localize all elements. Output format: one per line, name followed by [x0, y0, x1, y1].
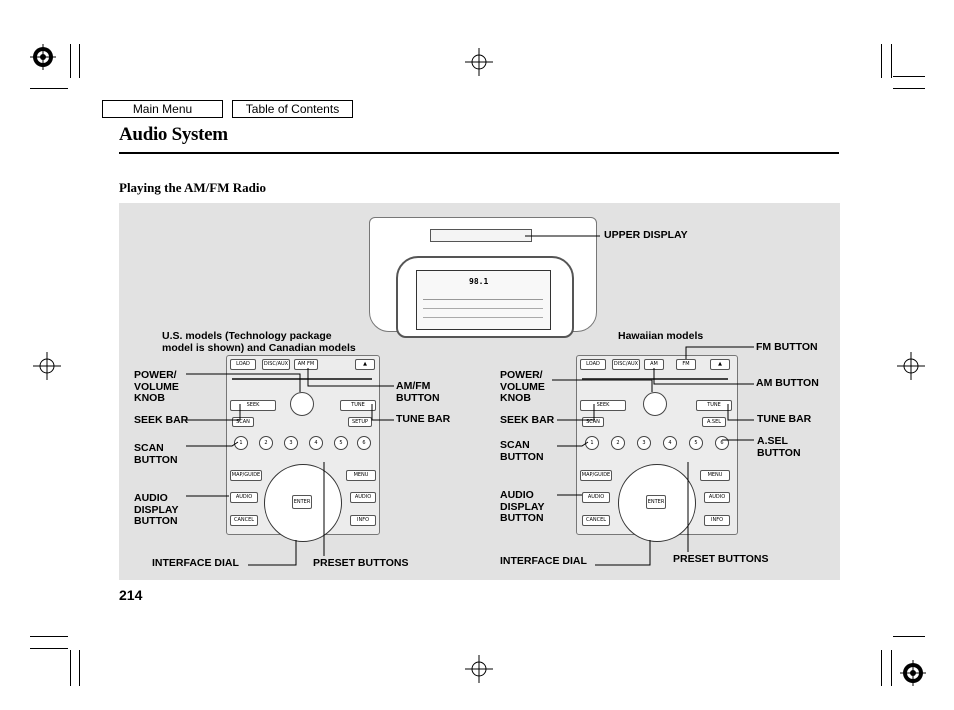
am-button-label: AM BUTTON — [756, 377, 819, 389]
seek-bar-label: SEEK BAR — [500, 414, 555, 426]
am-fm-button[interactable]: AM FM — [294, 359, 318, 370]
tune-bar[interactable]: TUNE — [696, 400, 732, 411]
audio-button[interactable]: AUDIO — [704, 492, 730, 503]
registration-target-icon — [30, 44, 56, 70]
crop-mark — [70, 650, 71, 686]
preset-button-4[interactable]: 4 — [663, 436, 677, 450]
load-button[interactable]: LOAD — [230, 359, 256, 370]
preset-button-1[interactable]: 1 — [234, 436, 248, 450]
scan-button[interactable]: SCAN — [582, 417, 604, 427]
crop-mark — [891, 650, 892, 686]
section-heading: Playing the AM/FM Radio — [119, 180, 266, 195]
crosshair-icon — [33, 352, 61, 380]
preset-button-5[interactable]: 5 — [334, 436, 348, 450]
info-button[interactable]: INFO — [350, 515, 376, 526]
preset-button-3[interactable]: 3 — [637, 436, 651, 450]
crop-mark — [893, 636, 925, 637]
crop-mark — [30, 88, 68, 89]
power-volume-knob-label: POWER/ VOLUME KNOB — [134, 369, 179, 404]
audio-display-button-label: AUDIO DISPLAY BUTTON — [500, 489, 545, 524]
navigation-screen: 98.1 — [416, 270, 551, 330]
cancel-button[interactable]: CANCEL — [230, 515, 258, 526]
map-guide-button[interactable]: MAP/GUIDE — [230, 470, 262, 481]
tune-bar-label: TUNE BAR — [757, 413, 812, 425]
preset-buttons-label: PRESET BUTTONS — [673, 553, 769, 565]
right-unit-heading: Hawaiian models — [618, 330, 704, 342]
table-of-contents-button[interactable]: Table of Contents — [232, 100, 353, 118]
preset-grid — [423, 299, 543, 326]
crosshair-icon — [465, 48, 493, 76]
preset-button-2[interactable]: 2 — [259, 436, 273, 450]
crop-mark — [30, 648, 68, 649]
audio-display-button-label: AUDIO DISPLAY BUTTON — [134, 492, 179, 527]
crop-mark — [30, 636, 68, 637]
preset-button-6[interactable]: 6 — [357, 436, 371, 450]
eject-button[interactable]: ▲ — [355, 359, 375, 370]
eject-button[interactable]: ▲ — [710, 359, 730, 370]
crop-mark — [881, 650, 882, 686]
info-button[interactable]: INFO — [704, 515, 730, 526]
left-unit-heading: U.S. models (Technology package model is… — [162, 330, 356, 354]
power-volume-knob[interactable] — [643, 392, 667, 416]
fm-button[interactable]: FM — [676, 359, 696, 370]
disc-slot — [582, 378, 728, 380]
seek-bar-label: SEEK BAR — [134, 414, 189, 426]
seek-bar[interactable]: SEEK — [580, 400, 626, 411]
crop-mark — [79, 44, 80, 78]
preset-button-1[interactable]: 1 — [585, 436, 599, 450]
crop-mark — [893, 76, 925, 77]
tune-bar-label: TUNE BAR — [396, 413, 451, 425]
scan-button-label: SCAN BUTTON — [134, 442, 178, 466]
preset-button-4[interactable]: 4 — [309, 436, 323, 450]
audio-display-button[interactable]: AUDIO — [582, 492, 610, 503]
audio-button[interactable]: AUDIO — [350, 492, 376, 503]
interface-dial[interactable] — [618, 464, 696, 542]
crop-mark — [891, 44, 892, 78]
menu-button[interactable]: MENU — [700, 470, 730, 481]
seek-bar[interactable]: SEEK — [230, 400, 276, 411]
disc-aux-button[interactable]: DISC/AUX — [612, 359, 640, 370]
fm-button-label: FM BUTTON — [756, 341, 818, 353]
load-button[interactable]: LOAD — [580, 359, 606, 370]
am-fm-button-label: AM/FM BUTTON — [396, 380, 440, 404]
crosshair-icon — [465, 655, 493, 683]
preset-button-3[interactable]: 3 — [284, 436, 298, 450]
page-number: 214 — [119, 587, 143, 603]
disc-aux-button[interactable]: DISC/AUX — [262, 359, 290, 370]
upper-display-label: UPPER DISPLAY — [604, 229, 688, 241]
dashboard-display: 98.1 — [369, 217, 597, 338]
enter-button[interactable]: ENTER — [646, 495, 666, 509]
crop-mark — [893, 88, 925, 89]
frequency-readout: 98.1 — [469, 277, 489, 286]
preset-button-5[interactable]: 5 — [689, 436, 703, 450]
power-volume-knob-label: POWER/ VOLUME KNOB — [500, 369, 545, 404]
power-volume-knob[interactable] — [290, 392, 314, 416]
audio-display-button[interactable]: AUDIO — [230, 492, 258, 503]
a-sel-button-label: A.SEL BUTTON — [757, 435, 801, 459]
crop-mark — [79, 650, 80, 686]
crosshair-icon — [897, 352, 925, 380]
crop-mark — [881, 44, 882, 78]
cancel-button[interactable]: CANCEL — [582, 515, 610, 526]
enter-button[interactable]: ENTER — [292, 495, 312, 509]
setup-button[interactable]: SETUP — [348, 417, 372, 427]
interface-dial-label: INTERFACE DIAL — [152, 557, 239, 569]
a-sel-button[interactable]: A.SEL — [702, 417, 726, 427]
tune-bar[interactable]: TUNE — [340, 400, 376, 411]
page-title: Audio System — [119, 124, 228, 145]
preset-buttons-label: PRESET BUTTONS — [313, 557, 409, 569]
map-guide-button[interactable]: MAP/GUIDE — [580, 470, 612, 481]
title-divider — [119, 152, 839, 154]
disc-slot — [232, 378, 372, 380]
preset-button-2[interactable]: 2 — [611, 436, 625, 450]
scan-button[interactable]: SCAN — [232, 417, 254, 427]
menu-button[interactable]: MENU — [346, 470, 376, 481]
crop-mark — [70, 44, 71, 78]
scan-button-label: SCAN BUTTON — [500, 439, 544, 463]
registration-target-icon — [900, 660, 926, 686]
interface-dial-label: INTERFACE DIAL — [500, 555, 587, 567]
main-menu-button[interactable]: Main Menu — [102, 100, 223, 118]
